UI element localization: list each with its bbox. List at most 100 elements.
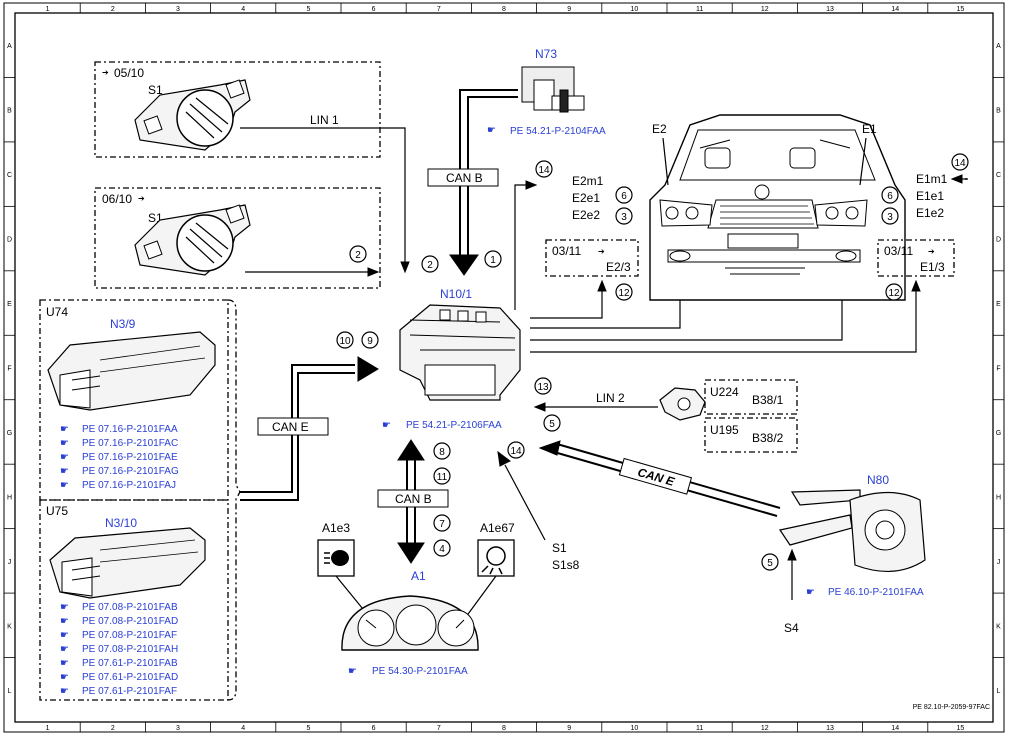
u75-label: U75 [46,504,68,518]
callout: 1 [484,250,502,268]
column-label: 8 [502,6,506,13]
column-label: 9 [567,6,571,13]
lin1-line: LIN 1 [240,113,410,274]
svg-text:3: 3 [887,212,893,223]
svg-text:☛: ☛ [382,420,391,431]
s1s8-label: S1s8 [552,558,580,572]
reference-hand-icon: ☛ [60,452,69,463]
n73-ref[interactable]: PE 54.21-P-2104FAA [510,126,606,137]
reference-link[interactable]: PE 07.08-P-2101FAD [82,616,178,627]
svg-text:10: 10 [339,336,351,347]
high-beam-indicator-icon [477,539,515,577]
svg-text:6: 6 [887,191,893,202]
low-beam-indicator-icon [317,539,355,577]
reference-link[interactable]: PE 07.08-P-2101FAF [82,630,177,641]
svg-text:7: 7 [439,519,445,530]
headlamp-right-item: E1e2 [916,206,944,220]
row-label: B [996,108,1001,115]
callout: 14 [535,160,553,178]
column-label: 3 [176,725,180,732]
a1-ref[interactable]: PE 54.30-P-2101FAA [372,666,468,677]
svg-text:6: 6 [621,191,627,202]
n10-1-ref[interactable]: PE 54.21-P-2106FAA [406,420,502,431]
reference-link[interactable]: PE 07.16-P-2101FAJ [82,480,176,491]
reference-link[interactable]: PE 07.16-P-2101FAG [82,466,179,477]
row-label: E [996,301,1001,308]
reference-link[interactable]: PE 07.61-P-2101FAF [82,686,177,697]
column-label: 7 [437,6,441,13]
ignition-key-icon [521,66,585,113]
reference-hand-icon: ☛ [60,686,69,697]
callout: 13 [534,377,552,395]
s1-pointer: 14 S1 S1s8 [497,441,580,572]
a1-instrument-cluster: A1 A1e3 A1e67 ☛ PE 54.30-P-2101FAA [317,521,515,677]
row-label: J [997,559,1001,566]
reference-hand-icon: ☛ [60,616,69,627]
reference-link[interactable]: PE 07.16-P-2101FAC [82,438,178,449]
column-label: 15 [957,6,965,13]
headlamp-right: 14 E1m1 E1e1 E1e2 6 3 03/11 ➔ E1/3 12 [877,153,969,301]
n10-1-label: N10/1 [440,287,472,301]
reference-hand-icon: ☛ [60,424,69,435]
column-label: 5 [306,6,310,13]
switch-box-top-date: 05/10 [114,66,144,80]
column-label: 2 [111,725,115,732]
can-e-left-line: CAN E [240,356,379,501]
column-label: 8 [502,725,506,732]
can-e-left-label: CAN E [272,420,309,434]
svg-text:☛: ☛ [806,587,815,598]
doc-reference: PE 82.10-P-2059-97FAC [913,704,990,711]
callout: 5 [543,414,561,432]
row-label: F [996,366,1000,373]
reference-link[interactable]: PE 07.16-P-2101FAE [82,452,178,463]
row-label: D [7,237,12,244]
column-label: 12 [761,6,769,13]
car-front-icon [649,114,906,301]
reference-link[interactable]: PE 07.08-P-2101FAB [82,602,178,613]
column-label: 10 [631,6,639,13]
fuse-box-icon [399,304,521,401]
callout: 7 [433,514,451,532]
svg-text:2: 2 [427,260,433,271]
reference-link[interactable]: PE 07.61-P-2101FAB [82,658,178,669]
column-label: 9 [567,725,571,732]
column-label: 4 [241,725,245,732]
callout: 3 [615,207,633,225]
can-b-bottom-line: CAN B 8 11 7 4 [377,439,451,564]
callout: 12 [885,283,903,301]
s1-label: S1 [552,541,567,555]
reference-hand-icon: ☛ [60,466,69,477]
a1e3-label: A1e3 [322,521,350,535]
switch-box-top-label: S1 [148,83,163,97]
row-label: L [997,688,1001,695]
n80-ref[interactable]: PE 46.10-P-2101FAA [828,587,924,598]
reference-link[interactable]: PE 07.61-P-2101FAD [82,672,178,683]
column-label: 7 [437,725,441,732]
reference-link[interactable]: PE 07.08-P-2101FAH [82,644,178,655]
switch-box-bottom: 06/10 ➔ S1 [94,187,381,289]
lin2-label: LIN 2 [596,391,625,405]
reference-hand-icon: ☛ [60,630,69,641]
u195-label: U195 [710,423,739,437]
n80-label: N80 [867,473,889,487]
row-label: C [996,172,1001,179]
u224-label: U224 [710,385,739,399]
e2-label: E2 [652,122,667,136]
svg-text:9: 9 [367,336,373,347]
row-label: K [7,623,12,630]
switch-box-bottom-date: 06/10 [102,192,132,206]
ecu-icon [47,331,216,411]
svg-text:12: 12 [618,288,630,299]
a1e67-label: A1e67 [480,521,515,535]
column-label: 6 [372,725,376,732]
reference-hand-icon: ☛ [60,480,69,491]
column-label: 11 [696,6,703,13]
headlamp-right-item: E1m1 [916,172,948,186]
reference-link[interactable]: PE 07.16-P-2101FAA [82,424,178,435]
reference-hand-icon: ☛ [60,438,69,449]
headlamp-right-date: 03/11 [884,244,913,258]
u75-ref-list: ☛ PE 07.08-P-2101FAB ☛ PE 07.08-P-2101FAD ☛ P… [60,602,178,697]
headlamp-left-date: 03/11 [552,244,581,258]
callout: 9 [361,331,379,349]
